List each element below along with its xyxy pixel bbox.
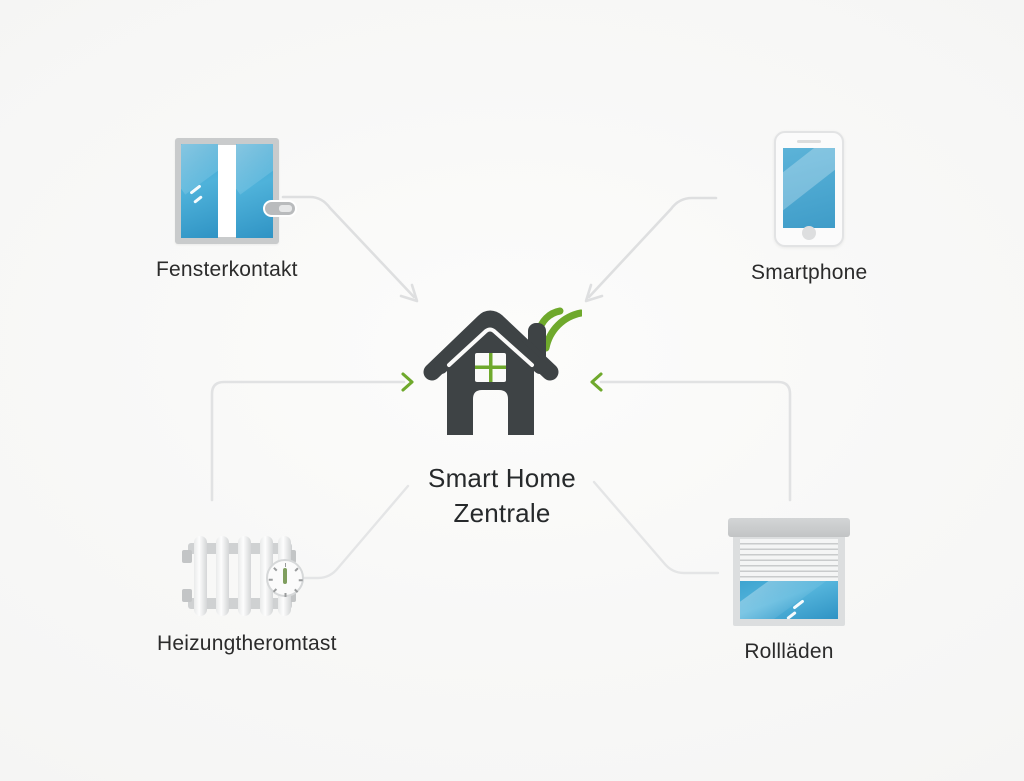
node-heizungthermostat[interactable]: Heizungtheromtast: [157, 534, 337, 656]
window-sensor-tab: [262, 200, 297, 217]
connector-heating-lower: [281, 484, 410, 580]
thermostat-dial: [265, 559, 304, 597]
node-fensterkontakt[interactable]: Fensterkontakt: [156, 138, 298, 282]
radiator-thermostat-icon: [181, 534, 306, 618]
roller-shutter-icon: [728, 518, 850, 626]
window-contact-icon: [174, 138, 297, 244]
node-smartphone[interactable]: Smartphone: [751, 131, 867, 285]
node-label-smartphone: Smartphone: [751, 261, 868, 284]
hub-label-line2: Zentrale: [453, 498, 551, 528]
node-rolllaeden[interactable]: Rollläden: [728, 518, 850, 664]
node-label-heizungthermostat: Heizungtheromtast: [157, 632, 337, 655]
connector-window-to-hub: [281, 195, 419, 303]
node-smart-home-hub[interactable]: Smart Home Zentrale: [422, 295, 585, 531]
shutter-housing: [728, 518, 850, 537]
connector-shutter-to-hub: [590, 372, 792, 502]
node-label-rolllaeden: Rollläden: [744, 640, 834, 663]
house-hub-icon: [422, 295, 585, 445]
hub-label-line1: Smart Home: [428, 463, 576, 493]
connector-phone-to-hub: [584, 196, 718, 303]
hub-label: Smart Home Zentrale: [428, 461, 576, 531]
connector-shutter-lower: [592, 480, 720, 575]
node-label-fensterkontakt: Fensterkontakt: [156, 258, 298, 281]
smartphone-icon: [774, 131, 845, 247]
connector-heating-to-hub: [210, 372, 414, 502]
